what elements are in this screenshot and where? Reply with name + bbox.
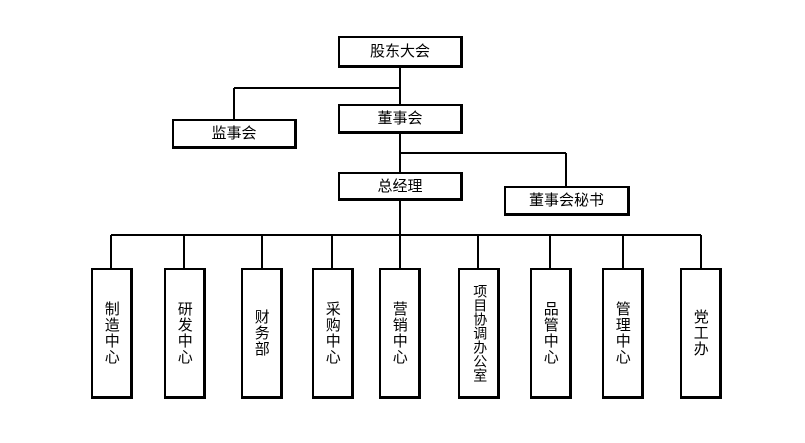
node-department-2: 研发中心 <box>164 268 206 399</box>
node-department-5: 营销中心 <box>379 268 421 399</box>
node-department-6: 项目协调办公室 <box>458 268 500 399</box>
node-supervisors: 监事会 <box>172 119 297 149</box>
node-department-1: 制造中心 <box>91 268 133 399</box>
node-board-secretary: 董事会秘书 <box>504 186 630 216</box>
node-department-4: 采购中心 <box>312 268 354 399</box>
node-department-3: 财务部 <box>241 268 283 399</box>
node-board: 董事会 <box>338 104 463 134</box>
node-department-8: 管理中心 <box>602 268 644 399</box>
node-shareholders: 股东大会 <box>338 36 463 68</box>
node-general-manager: 总经理 <box>338 172 463 201</box>
node-department-7: 品管中心 <box>530 268 572 399</box>
node-department-9: 党工办 <box>680 268 722 399</box>
